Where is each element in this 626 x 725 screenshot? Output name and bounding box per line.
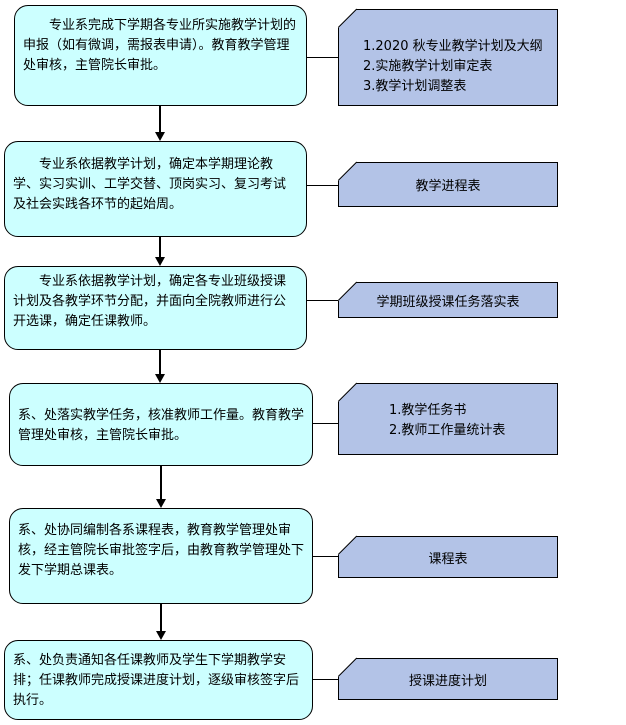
connector-2 [307, 185, 339, 186]
arrow-1-2-head [155, 132, 165, 141]
note-4-item-1: 1.教学任务书 [389, 403, 467, 418]
arrow-2-3-head [155, 257, 165, 266]
flow-step-5: 系、处协同编制各系课程表，教育教学管理处审核，经主管院长审批签字后，由教育教学管… [9, 508, 313, 604]
flow-step-3: 专业系依据教学计划，确定各专业班级授课计划及各教学环节分配，并面向全院教师进行公… [4, 266, 307, 350]
document-note-5: 课程表 [338, 535, 558, 578]
note-1-item-3: 3.教学计划调整表 [363, 79, 467, 94]
document-note-4: 1.教学任务书 2.教师工作量统计表 [338, 382, 558, 455]
flow-step-5-text: 系、处协同编制各系课程表，教育教学管理处审核，经主管院长审批签字后，由教育教学管… [18, 523, 305, 578]
document-note-2: 教学进程表 [338, 161, 558, 207]
note-5-label: 课程表 [428, 551, 468, 567]
document-note-3: 学期班级授课任务落实表 [338, 281, 558, 318]
flow-step-3-text: 专业系依据教学计划，确定各专业班级授课计划及各教学环节分配，并面向全院教师进行公… [13, 274, 287, 329]
flow-step-4: 系、处落实教学任务，核准教师工作量。教育教学管理处审核，主管院长审批。 [9, 383, 313, 466]
note-2-label: 教学进程表 [415, 179, 481, 194]
flow-step-6-text: 系、处负责通知各任课教师及学生下学期教学安排；任课教师完成授课进度计划，逐级审核… [13, 653, 300, 708]
note-3-label: 学期班级授课任务落实表 [376, 294, 520, 310]
connector-3 [307, 300, 339, 301]
connector-6 [313, 679, 339, 680]
document-note-1: 1.2020 秋专业教学计划及大纲 2.实施教学计划审定表 3.教学计划调整表 [338, 8, 558, 106]
flow-step-2-text: 专业系依据教学计划，确定本学期理论教学、实习实训、工学交替、顶岗实习、复习考试及… [13, 157, 287, 212]
flow-step-6: 系、处负责通知各任课教师及学生下学期教学安排；任课教师完成授课进度计划，逐级审核… [4, 640, 313, 720]
connector-4 [313, 423, 339, 424]
arrow-4-5-head [156, 499, 166, 508]
arrow-3-4-head [155, 374, 165, 383]
connector-5 [313, 556, 339, 557]
flow-step-2: 专业系依据教学计划，确定本学期理论教学、实习实训、工学交替、顶岗实习、复习考试及… [4, 141, 307, 237]
note-6-label: 授课进度计划 [408, 673, 487, 689]
note-4-item-2: 2.教师工作量统计表 [389, 423, 506, 438]
document-note-1-list: 1.2020 秋专业教学计划及大纲 2.实施教学计划审定表 3.教学计划调整表 [363, 37, 543, 97]
connector-1 [307, 57, 339, 58]
note-1-item-2: 2.实施教学计划审定表 [363, 59, 493, 74]
document-note-6: 授课进度计划 [338, 657, 558, 700]
note-1-item-1: 1.2020 秋专业教学计划及大纲 [363, 39, 543, 54]
arrow-5-6-head [156, 631, 166, 640]
document-note-4-list: 1.教学任务书 2.教师工作量统计表 [389, 401, 505, 441]
flow-step-1: 专业系完成下学期各专业所实施教学计划的申报（如有微调，需报表申请）。教育教学管理… [14, 5, 307, 106]
flow-step-1-text: 专业系完成下学期各专业所实施教学计划的申报（如有微调，需报表申请）。教育教学管理… [23, 18, 297, 73]
flow-step-4-text: 系、处落实教学任务，核准教师工作量。教育教学管理处审核，主管院长审批。 [18, 408, 305, 443]
